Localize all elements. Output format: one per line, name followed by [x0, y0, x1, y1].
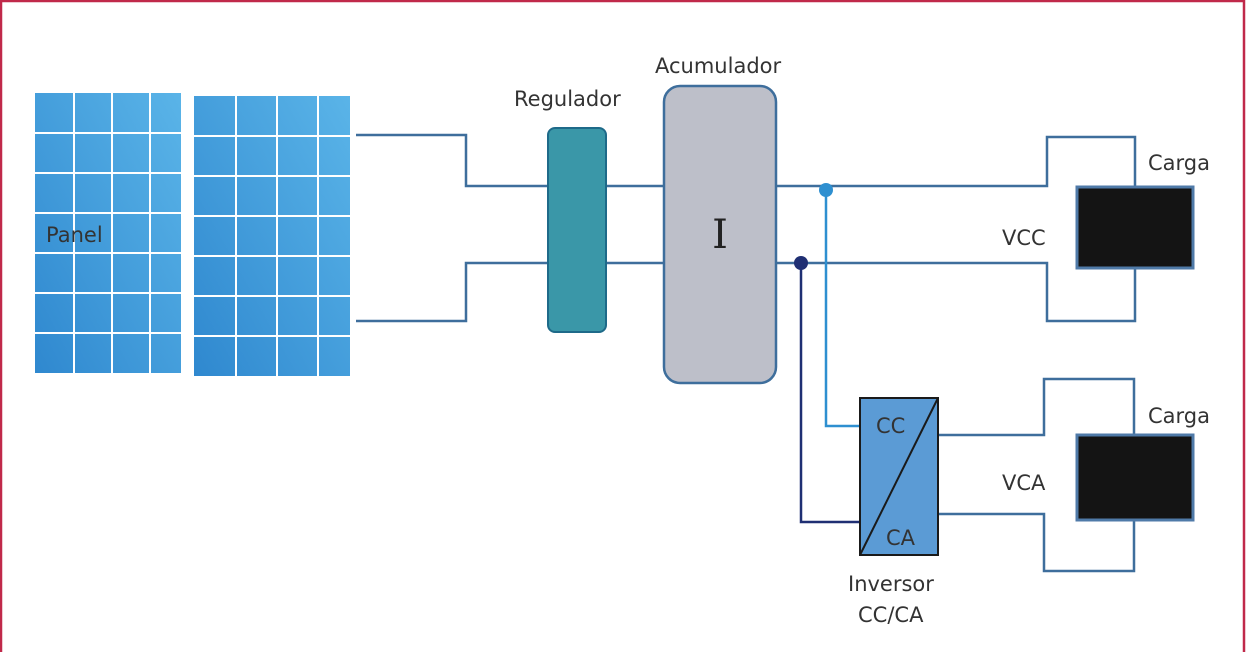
panel-label: Panel [46, 223, 103, 247]
accumulator-label: Acumulador [655, 54, 781, 78]
regulator-box [547, 127, 607, 333]
panel-right-body [194, 96, 350, 376]
dc-bus-bottom-wire [776, 261, 1137, 323]
ac-load-box [1075, 433, 1195, 522]
accumulator-box [662, 84, 778, 385]
vcc-label: VCC [1002, 226, 1046, 250]
panel-left-grid [35, 93, 181, 373]
inverter-cc-label: CC [876, 414, 905, 438]
panel-right-grid [194, 96, 350, 376]
vca-label: VCA [1002, 471, 1046, 495]
inverter-ca-label: CA [886, 526, 916, 550]
panel-left-body [35, 93, 181, 373]
inverter-label-line1: Inversor [848, 572, 934, 596]
junction-negative [794, 256, 808, 270]
main-wires [356, 133, 1137, 573]
dc-load-box [1075, 185, 1195, 270]
dc-positive-to-inverter-wire [824, 190, 860, 428]
ac-bottom-wire [938, 512, 1136, 573]
junction-positive [819, 183, 833, 197]
panel-to-regulator-top-wire [356, 133, 548, 188]
ac-load-label: Carga [1148, 404, 1210, 428]
panel-to-regulator-bottom-wire [356, 261, 548, 323]
dc-bus-top-wire [776, 135, 1137, 188]
ac-top-wire [938, 377, 1136, 437]
solar-panel-left [35, 93, 181, 373]
dc-load-label: Carga [1148, 151, 1210, 175]
solar-panel-right [194, 96, 350, 376]
inverter-label-line2: CC/CA [858, 603, 924, 627]
inverter-divider [859, 397, 939, 556]
regulator-label: Regulador [514, 87, 621, 111]
accumulator-symbol: I [712, 212, 728, 258]
dc-negative-to-inverter-wire [799, 263, 860, 524]
